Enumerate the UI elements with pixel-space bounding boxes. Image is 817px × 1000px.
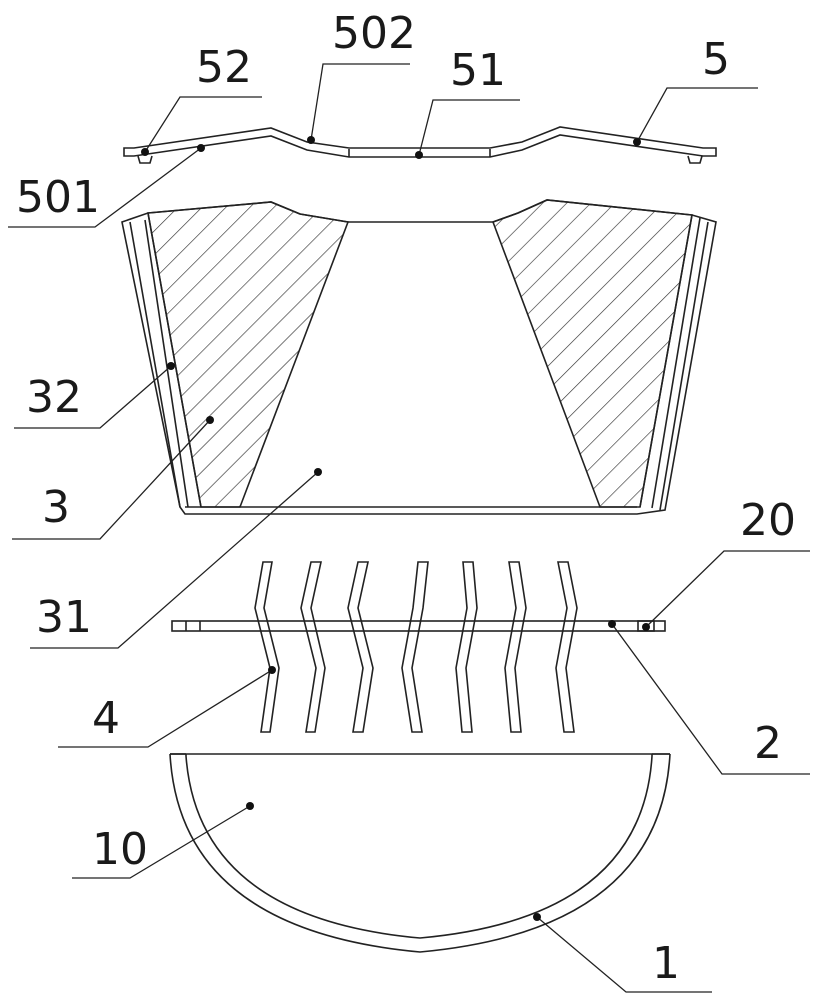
label-501: 501 [16,172,100,223]
label-31: 31 [36,592,92,643]
label-1: 1 [652,938,680,989]
outer-strip-left [129,221,181,508]
leader-dot-4 [268,666,276,674]
label-4: 4 [92,693,120,744]
label-502: 502 [332,8,416,59]
leader-dot-3 [206,416,214,424]
label-20: 20 [740,495,796,546]
leader-lines [8,63,810,993]
label-10: 10 [92,824,148,875]
label-3: 3 [42,482,70,533]
leader-dot-51 [415,151,423,159]
leader-10 [72,805,251,879]
wall-liner-32-left [144,219,189,508]
leader-502 [310,63,410,141]
label-52: 52 [196,42,252,93]
clip-right [687,155,703,164]
leader-dot-5 [633,138,641,146]
leader-31 [30,471,319,649]
leader-dot-502 [307,136,315,144]
leader-dot-501 [197,144,205,152]
leader-dot-1 [533,913,541,921]
leader-20 [645,550,810,628]
clip-52-left [137,155,153,164]
wavy-fins-4 [254,561,578,733]
leader-dot-52 [141,148,149,156]
leader-3 [12,419,211,540]
leader-2 [611,623,810,775]
label-51: 51 [450,45,506,96]
leader-dot-10 [246,802,254,810]
leader-dot-32 [167,362,175,370]
cover-plate-5 [123,126,717,164]
label-5: 5 [702,34,730,85]
leader-4 [58,669,273,748]
leader-51 [418,99,520,156]
reference-labels: 52 502 51 5 501 32 3 31 20 4 2 10 1 [16,8,796,989]
label-32: 32 [26,372,82,423]
leader-32 [14,365,172,429]
leader-5 [636,87,758,143]
leader-52 [144,96,262,153]
leader-dot-2 [608,620,616,628]
tab-left [185,621,201,631]
bowl-1 [169,753,671,953]
leader-501 [8,147,202,228]
leader-dot-31 [314,468,322,476]
leader-1 [536,916,712,993]
leader-dot-20 [642,623,650,631]
outer-strip-right [659,221,709,511]
hatched-wall-left [147,201,350,508]
label-2: 2 [754,718,782,769]
frustum-body-3 [121,199,717,515]
hatched-wall-right [491,199,693,508]
